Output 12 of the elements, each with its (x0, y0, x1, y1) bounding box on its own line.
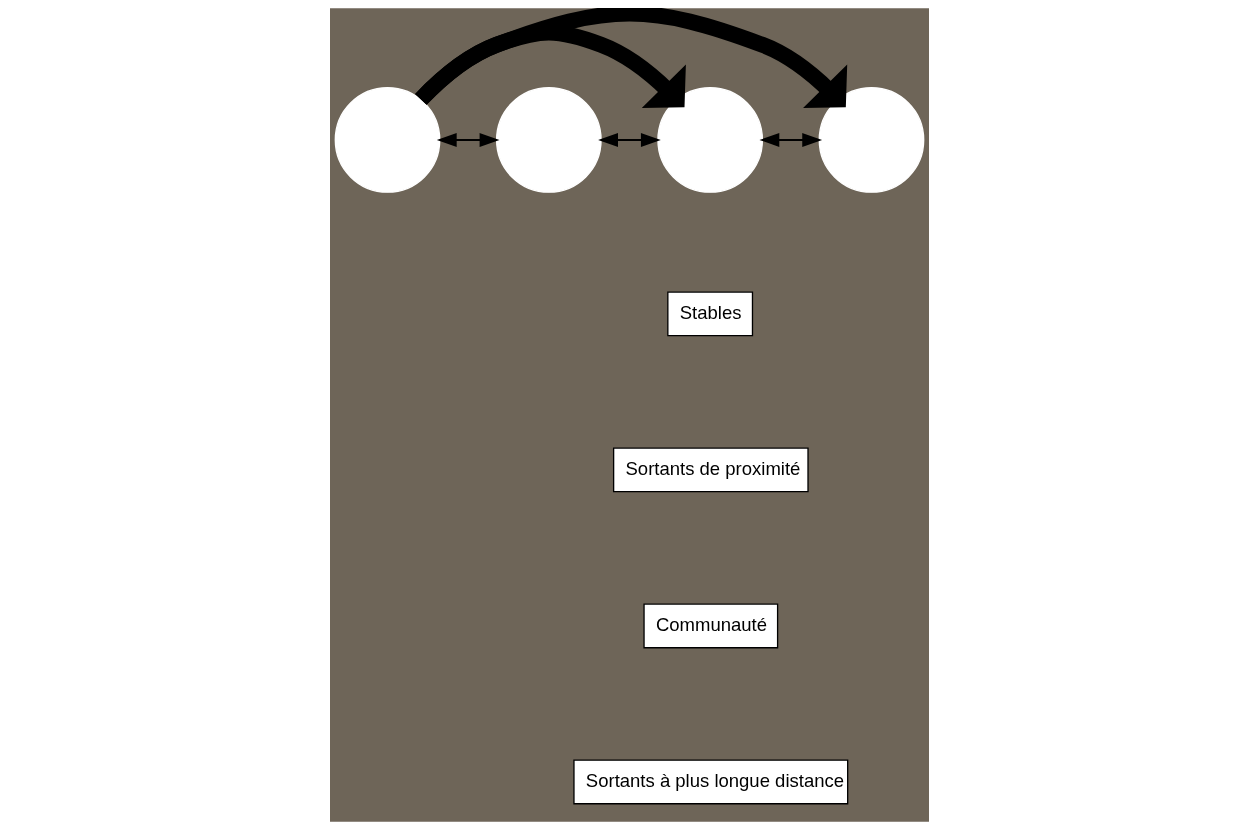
legend-label: Stables (679, 301, 741, 323)
node-circle (495, 87, 602, 193)
arrow (758, 133, 822, 147)
node-circle (334, 87, 440, 193)
legend-label: Sortants à plus longue distance (585, 769, 844, 791)
node-circle (818, 87, 924, 193)
arrow (414, 8, 847, 108)
arrow (597, 133, 661, 147)
legend-label: Communauté (655, 613, 767, 635)
legend-label: Sortants de proximité (625, 457, 800, 479)
arrow (436, 133, 499, 147)
node-circle (656, 87, 763, 193)
